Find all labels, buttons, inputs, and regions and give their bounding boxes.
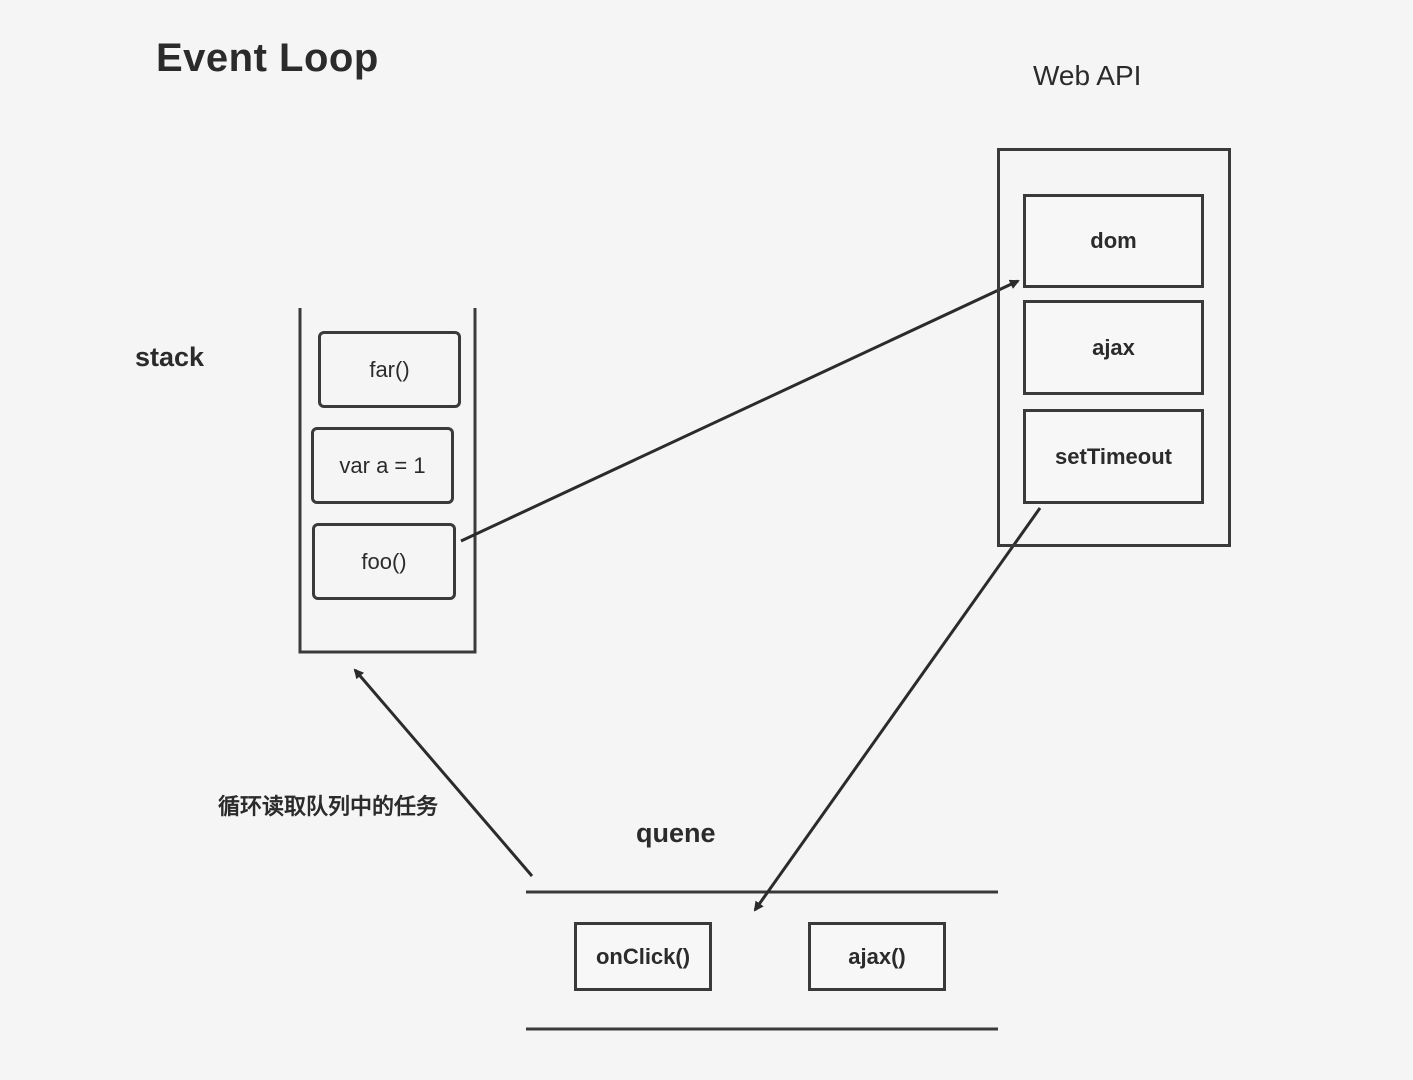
web-api-item-ajax: ajax: [1023, 300, 1204, 395]
web-api-item-settimeout: setTimeout: [1023, 409, 1204, 504]
stack-item-var-a: var a = 1: [311, 427, 454, 504]
diagram-title: Event Loop: [156, 36, 379, 80]
stack-label: stack: [135, 342, 205, 372]
queue-label: quene: [636, 818, 716, 848]
queue-item-onclick: onClick(): [574, 922, 712, 991]
loop-annotation: 循环读取队列中的任务: [218, 795, 439, 820]
stack-item-foo: foo(): [312, 523, 456, 600]
stack-container: [298, 308, 477, 654]
web-api-label: Web API: [1033, 60, 1142, 91]
web-api-container: [997, 148, 1231, 547]
stack-item-far: far(): [318, 331, 461, 408]
arrow-settimeout-to-queue: [753, 507, 1042, 912]
web-api-item-dom: dom: [1023, 194, 1204, 288]
arrow-queue-to-stack: [353, 668, 534, 877]
queue-item-ajax: ajax(): [808, 922, 946, 991]
arrow-foo-to-dom: [460, 279, 1020, 543]
